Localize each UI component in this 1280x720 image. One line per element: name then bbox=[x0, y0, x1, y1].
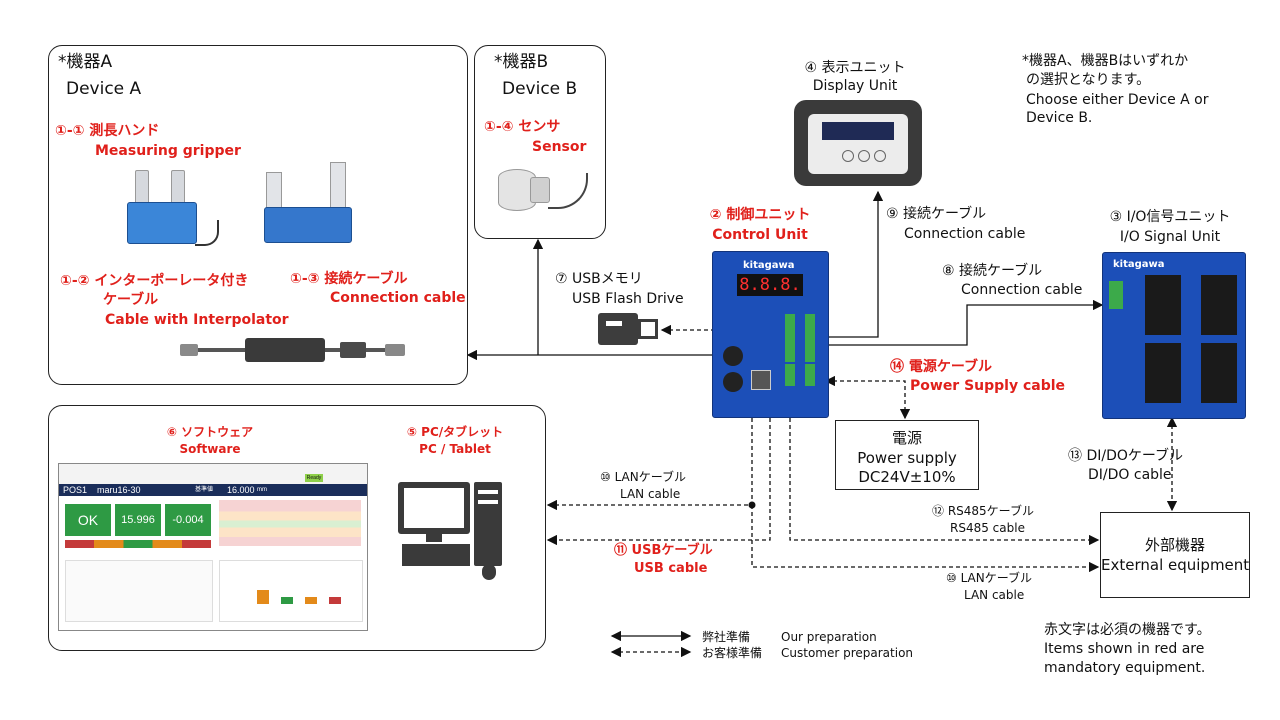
mandatory-note-3: mandatory equipment. bbox=[1044, 660, 1206, 676]
io-unit-brand: kitagawa bbox=[1113, 259, 1165, 270]
interpolator-cable-image bbox=[180, 338, 405, 366]
power-supply-box: 電源 Power supply DC24V±10% bbox=[835, 420, 979, 490]
lan2-label-en: LAN cable bbox=[964, 588, 1025, 602]
control-unit-label-jp: ② 制御ユニット bbox=[709, 207, 811, 223]
control-unit-brand: kitagawa bbox=[743, 260, 795, 271]
screen-name: maru16-30 bbox=[97, 485, 141, 495]
power-supply-en: Power supply bbox=[857, 449, 957, 467]
mandatory-note-2: Items shown in red are bbox=[1044, 641, 1205, 657]
usb-cable-label-jp: ⑪ USBケーブル bbox=[614, 543, 713, 558]
software-label-en: Software bbox=[179, 442, 241, 456]
rs485-label-en: RS485 cable bbox=[950, 521, 1025, 535]
power-supply-jp: 電源 bbox=[891, 429, 922, 447]
screen-std-value: 16.000 bbox=[227, 485, 255, 495]
lan1-label-jp: ⑩ LANケーブル bbox=[600, 470, 686, 484]
device-b-title-en: Device B bbox=[502, 79, 578, 99]
pc-label-en: PC / Tablet bbox=[419, 442, 491, 456]
device-a-panel bbox=[48, 45, 468, 385]
cable9-label-en: Connection cable bbox=[904, 226, 1026, 242]
screen-std-label: 基準値 bbox=[195, 487, 214, 493]
dido-cable-label-jp: ⑬ DI/DOケーブル bbox=[1068, 448, 1184, 464]
usb-drive-label-jp: ⑦ USBメモリ bbox=[555, 271, 643, 287]
usb-drive-icon bbox=[598, 313, 660, 345]
screen-ready-badge: Ready bbox=[305, 474, 323, 482]
note-line-4: Device B. bbox=[1026, 110, 1093, 126]
io-unit-label-jp: ③ I/O信号ユニット bbox=[1109, 209, 1231, 225]
rs485-label-jp: ⑫ RS485ケーブル bbox=[932, 504, 1034, 518]
screen-diff: -0.004 bbox=[172, 514, 204, 526]
cable8-label-en: Connection cable bbox=[961, 282, 1083, 298]
interpolator-cable-label-jp1: ①-② インターポーレータ付き bbox=[60, 273, 249, 289]
legend-dashed-en: Customer preparation bbox=[781, 646, 914, 660]
cable9-label-jp: ⑨ 接続ケーブル bbox=[886, 206, 987, 222]
pc-icon bbox=[398, 476, 510, 580]
power-cable-label-en: Power Supply cable bbox=[910, 378, 1066, 394]
control-unit-image: kitagawa 8.8.8. bbox=[712, 251, 829, 418]
io-unit-label-en: I/O Signal Unit bbox=[1119, 229, 1221, 245]
cable8-label-jp: ⑧ 接続ケーブル bbox=[942, 263, 1043, 279]
connection-cable-a-label-en: Connection cable bbox=[330, 290, 466, 306]
note-line-2: の選択となります。 bbox=[1026, 72, 1151, 88]
legend-dashed-jp: お客様準備 bbox=[702, 646, 763, 660]
control-unit-label-en: Control Unit bbox=[712, 227, 808, 243]
lan2-label-jp: ⑩ LANケーブル bbox=[946, 571, 1032, 585]
power-cable-label-jp: ⑭ 電源ケーブル bbox=[890, 359, 993, 375]
mandatory-note-1: 赤文字は必須の機器です。 bbox=[1044, 622, 1211, 638]
note-line-1: *機器A、機器Bはいずれか bbox=[1022, 53, 1189, 69]
device-b-panel bbox=[474, 45, 606, 239]
software-label-jp: ⑥ ソフトウェア bbox=[166, 425, 254, 439]
measuring-gripper-label-jp: ①-① 測長ハンド bbox=[55, 123, 160, 139]
display-unit-label-en: Display Unit bbox=[812, 78, 898, 94]
legend-solid-jp: 弊社準備 bbox=[702, 630, 751, 644]
screen-unit: mm bbox=[257, 487, 267, 493]
lan1-label-en: LAN cable bbox=[620, 487, 681, 501]
dido-cable-label-en: DI/DO cable bbox=[1088, 467, 1172, 483]
pc-label-jp: ⑤ PC/タブレット bbox=[406, 425, 504, 439]
display-unit-image bbox=[794, 100, 922, 186]
device-b-title-jp: *機器B bbox=[494, 52, 549, 72]
power-supply-spec: DC24V±10% bbox=[858, 468, 956, 486]
external-equipment-jp: 外部機器 bbox=[1144, 536, 1205, 554]
device-a-title-en: Device A bbox=[66, 79, 142, 99]
sensor-image bbox=[496, 165, 588, 220]
control-unit-digits: 8.8.8. bbox=[737, 274, 803, 296]
usb-drive-label-en: USB Flash Drive bbox=[572, 291, 684, 307]
device-a-title-jp: *機器A bbox=[58, 52, 113, 72]
interpolator-cable-label-en: Cable with Interpolator bbox=[105, 312, 289, 328]
legend-solid-en: Our preparation bbox=[781, 630, 877, 644]
sensor-label-en: Sensor bbox=[532, 139, 587, 155]
screen-pos: POS1 bbox=[63, 485, 88, 495]
screen-measure: 15.996 bbox=[121, 514, 155, 526]
measuring-gripper-label-en: Measuring gripper bbox=[95, 143, 241, 159]
usb-cable-label-en: USB cable bbox=[634, 561, 708, 576]
connection-cable-a-label-jp: ①-③ 接続ケーブル bbox=[290, 271, 408, 287]
software-screenshot: Ready POS1 maru16-30 基準値 16.000 mm OK 15… bbox=[58, 463, 368, 631]
display-unit-label-jp: ④ 表示ユニット bbox=[804, 60, 906, 76]
external-equipment-box: 外部機器 External equipment bbox=[1100, 512, 1250, 598]
note-line-3: Choose either Device A or bbox=[1026, 92, 1209, 108]
external-equipment-en: External equipment bbox=[1101, 556, 1250, 574]
screen-judge: OK bbox=[77, 512, 99, 528]
gripper-with-cable-image bbox=[260, 162, 360, 247]
interpolator-cable-label-jp2: ケーブル bbox=[103, 292, 159, 308]
sensor-label-jp: ①-④ センサ bbox=[484, 119, 561, 135]
io-unit-image: kitagawa bbox=[1102, 252, 1246, 419]
measuring-gripper-image bbox=[125, 170, 220, 250]
